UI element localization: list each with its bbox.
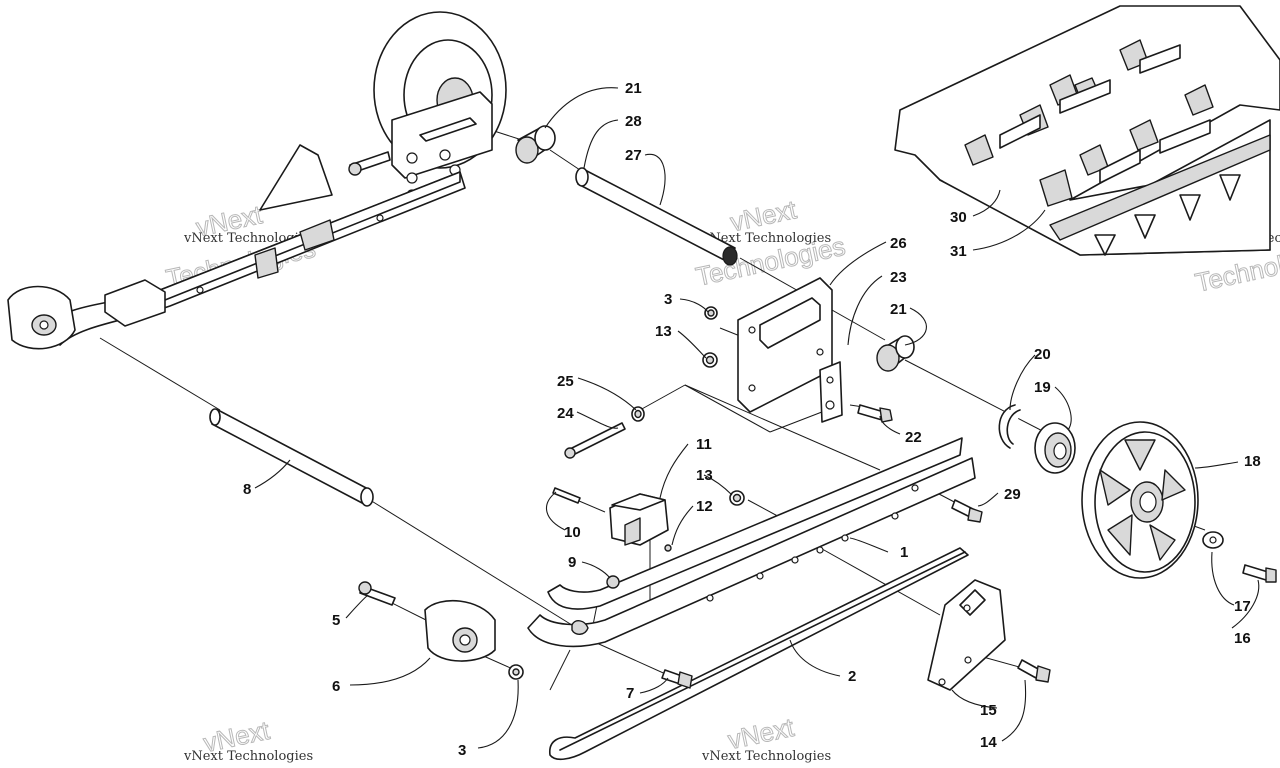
axle-bushing-upper — [515, 125, 556, 164]
washer-17 — [1202, 531, 1224, 549]
lower-slide-rail — [527, 437, 976, 648]
watermark-line: vNext Technologies — [701, 231, 831, 246]
nut-13-lower — [729, 490, 745, 506]
wear-strip — [549, 547, 969, 761]
callout-13: 13 — [696, 467, 713, 484]
callout-29: 29 — [1004, 486, 1021, 503]
nut-3-upper — [704, 306, 718, 320]
callout-20: 20 — [1034, 346, 1051, 363]
callout-12: 12 — [696, 498, 713, 515]
bolt-5 — [358, 581, 396, 606]
nut-25 — [631, 406, 645, 422]
callout-5: 5 — [332, 612, 340, 629]
track-segment — [894, 5, 1280, 256]
callout-26: 26 — [890, 235, 907, 252]
callout-11: 11 — [696, 436, 712, 453]
pin-12 — [664, 544, 672, 552]
callout-31: 31 — [950, 243, 967, 260]
callout-23: 23 — [890, 269, 907, 286]
bumper-block — [609, 493, 669, 546]
callout-24: 24 — [557, 405, 574, 422]
bolt-29 — [951, 499, 983, 523]
rail-bracket — [259, 144, 333, 211]
bolt-22 — [857, 404, 893, 423]
callout-22: 22 — [905, 429, 922, 446]
nut-3-lower — [508, 664, 524, 680]
callout-1: 1 — [900, 544, 908, 561]
snap-ring — [998, 404, 1021, 449]
roll-pin-10 — [552, 487, 581, 504]
callout-6: 6 — [332, 678, 340, 695]
callout-10: 10 — [564, 524, 581, 541]
bolt-14 — [1017, 659, 1051, 683]
adjuster-block — [819, 361, 843, 423]
callout-2: 2 — [848, 668, 856, 685]
callout-21: 21 — [625, 80, 642, 97]
callout-28: 28 — [625, 113, 642, 130]
callout-30: 30 — [950, 209, 967, 226]
callout-16: 16 — [1234, 630, 1251, 647]
callout-3: 3 — [664, 291, 672, 308]
bolt-7 — [661, 669, 693, 689]
callout-27: 27 — [625, 147, 642, 164]
callout-25: 25 — [557, 373, 574, 390]
callout-7: 7 — [626, 685, 634, 702]
front-wheel-6 — [424, 599, 496, 662]
callout-17: 17 — [1234, 598, 1251, 615]
rail-support-bracket — [927, 579, 1006, 691]
nut-13-upper — [702, 352, 718, 368]
callout-9: 9 — [568, 554, 576, 571]
idler-wheel — [1081, 421, 1199, 579]
watermark-line: vNext Technologies — [701, 749, 831, 764]
watermark-line: vNext Technologies — [183, 749, 313, 764]
callout-3: 3 — [458, 742, 466, 759]
rear-axle-shaft — [575, 167, 738, 266]
track-clip — [1039, 169, 1073, 207]
callout-13: 13 — [655, 323, 672, 340]
callout-21: 21 — [890, 301, 907, 318]
callout-18: 18 — [1244, 453, 1261, 470]
callout-8: 8 — [243, 481, 251, 498]
axle-bushing-lower — [876, 335, 915, 372]
bearing — [1034, 422, 1076, 474]
callout-14: 14 — [980, 734, 997, 751]
callout-15: 15 — [980, 702, 997, 719]
callout-labels: 21 28 27 26 23 21 3 13 25 24 22 20 19 18… — [243, 80, 1261, 759]
bolt-24 — [564, 422, 626, 459]
nut-9 — [606, 575, 620, 589]
front-cross-shaft — [209, 408, 374, 507]
leader-lines — [254, 87, 1260, 749]
axle-adjuster-plate — [737, 277, 843, 423]
callout-19: 19 — [1034, 379, 1051, 396]
upper-slide-rail-assembly — [7, 11, 507, 350]
rail-bumper-block — [104, 279, 166, 327]
bolt-16 — [1242, 564, 1277, 583]
